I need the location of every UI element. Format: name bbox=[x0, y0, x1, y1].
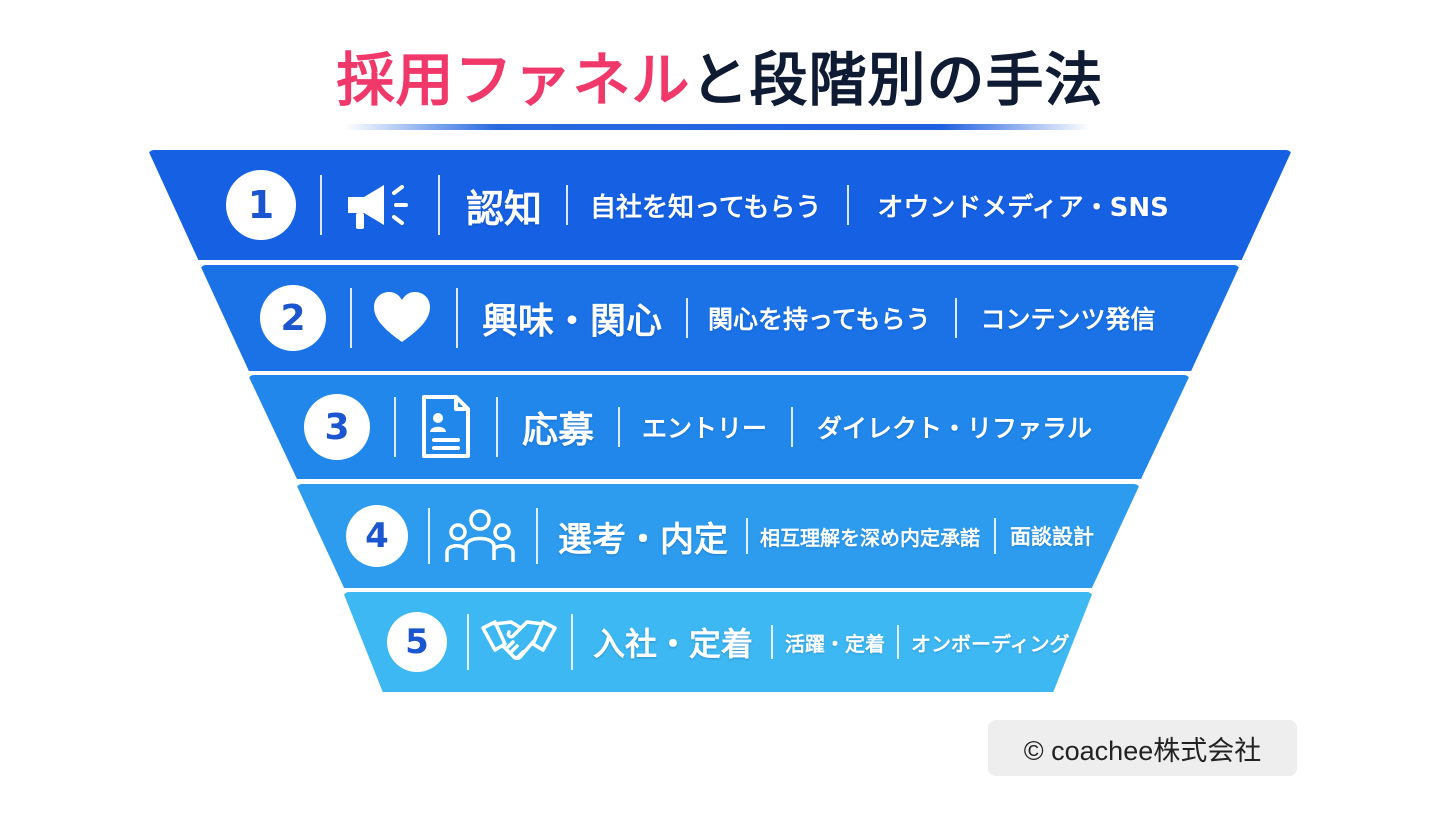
divider bbox=[496, 397, 498, 457]
stage-name: 興味・関心 bbox=[482, 301, 663, 342]
divider bbox=[536, 508, 538, 564]
divider bbox=[847, 185, 850, 225]
divider bbox=[791, 407, 794, 447]
megaphone-icon bbox=[344, 175, 418, 235]
title-rest: と段階別の手法 bbox=[690, 46, 1104, 114]
funnel-tier-5: 5 入社・定着 活躍・定着 オンボーディング bbox=[343, 592, 1093, 692]
divider bbox=[686, 298, 689, 338]
stage-description: 自社を知ってもらう bbox=[590, 192, 822, 223]
stage-description: 活躍・定着 bbox=[785, 631, 886, 656]
document-icon bbox=[418, 394, 474, 460]
divider bbox=[954, 298, 957, 338]
divider bbox=[571, 614, 573, 670]
divider bbox=[350, 288, 352, 348]
funnel-tier-1: 1 認知 自社を知ってもらう オウンドメディア・SNS bbox=[148, 150, 1292, 260]
stage-number: 3 bbox=[324, 406, 350, 448]
title-accent: 採用ファネル bbox=[336, 46, 691, 114]
stage-description: エントリー bbox=[642, 414, 768, 443]
stage-number-badge: 1 bbox=[226, 170, 296, 240]
stage-number: 4 bbox=[365, 516, 389, 556]
divider bbox=[897, 625, 900, 659]
stage-name: 選考・内定 bbox=[558, 519, 728, 560]
divider bbox=[456, 288, 458, 348]
stage-method: コンテンツ発信 bbox=[980, 305, 1156, 334]
stage-method: 面談設計 bbox=[1010, 525, 1094, 549]
people-icon bbox=[444, 506, 516, 566]
divider bbox=[566, 185, 569, 225]
stage-number-badge: 3 bbox=[304, 394, 370, 460]
copyright-badge: © coachee株式会社 bbox=[988, 720, 1297, 776]
page-title: 採用ファネルと段階別の手法 bbox=[0, 40, 1440, 120]
stage-number-badge: 2 bbox=[260, 285, 326, 351]
funnel-tier-4: 4 選考・内定 相互理解を深め内定承諾 面談設計 bbox=[296, 484, 1140, 588]
stage-number-badge: 4 bbox=[346, 505, 408, 567]
stage-name: 認知 bbox=[466, 186, 543, 231]
stage-name: 応募 bbox=[522, 410, 595, 451]
divider bbox=[438, 175, 440, 235]
funnel-tier-3: 3 応募 エントリー ダイレクト・リファラル bbox=[248, 375, 1190, 479]
divider bbox=[746, 518, 748, 554]
stage-method: オウンドメディア・SNS bbox=[877, 192, 1169, 223]
stage-number: 5 bbox=[405, 622, 429, 662]
divider bbox=[771, 625, 774, 659]
stage-description: 相互理解を深め内定承諾 bbox=[760, 525, 980, 550]
stage-number: 2 bbox=[280, 297, 306, 339]
stage-method: ダイレクト・リファラル bbox=[817, 414, 1093, 443]
stage-description: 関心を持ってもらう bbox=[708, 305, 931, 334]
handshake-icon bbox=[481, 612, 557, 672]
stage-number: 1 bbox=[247, 183, 275, 227]
stage-number-badge: 5 bbox=[387, 612, 447, 672]
copyright-text: © coachee株式会社 bbox=[1023, 735, 1262, 766]
divider bbox=[428, 508, 430, 564]
funnel-tier-2: 2 興味・関心 関心を持ってもらう コンテンツ発信 bbox=[200, 265, 1240, 371]
divider bbox=[394, 397, 396, 457]
stage-method: オンボーディング bbox=[911, 631, 1070, 656]
divider bbox=[618, 407, 621, 447]
divider bbox=[994, 518, 996, 554]
heart-icon bbox=[372, 290, 432, 346]
stage-name: 入社・定着 bbox=[593, 625, 754, 663]
divider bbox=[320, 175, 322, 235]
title-underline bbox=[345, 124, 1090, 130]
divider bbox=[467, 614, 469, 670]
